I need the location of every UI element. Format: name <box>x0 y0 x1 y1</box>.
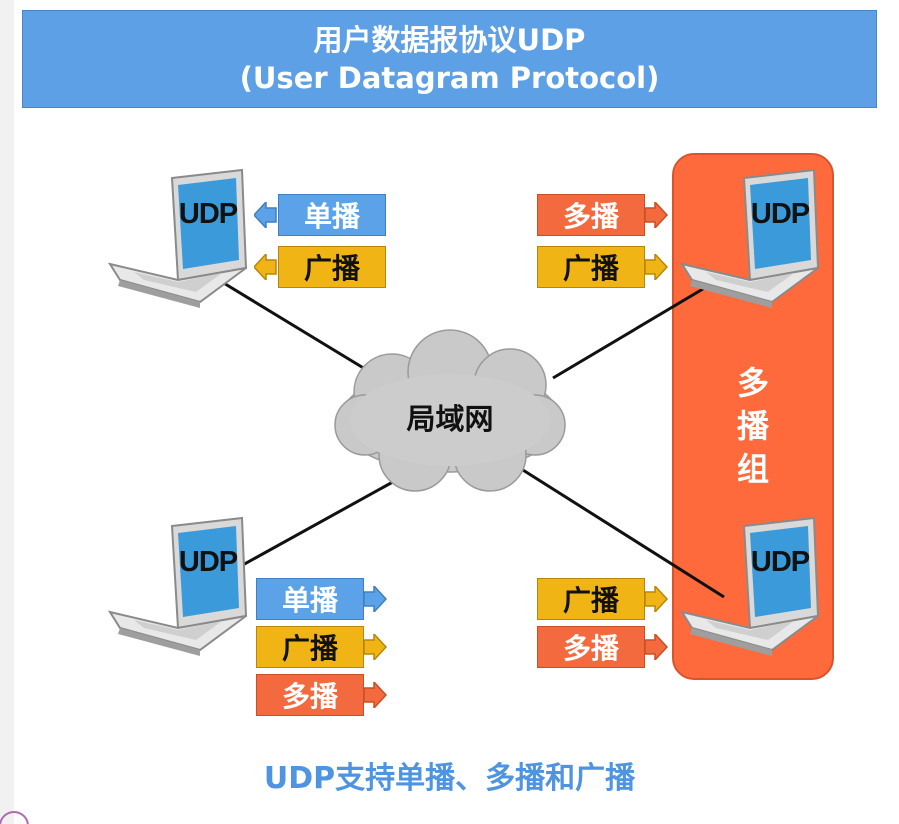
laptop-icon <box>107 516 248 656</box>
laptop-icon <box>679 516 820 656</box>
laptop-icon <box>679 168 820 308</box>
link-top-left <box>221 280 376 377</box>
tag-multicast: 多播 <box>537 194 645 236</box>
laptop-icon <box>107 168 248 308</box>
tag-unicast: 单播 <box>256 578 364 620</box>
title-banner: 用户数据报协议UDP (User Datagram Protocol) <box>22 10 877 108</box>
arrow-right-icon <box>364 682 388 708</box>
host-label: UDP <box>750 546 810 578</box>
tag-broadcast: 广播 <box>256 626 364 668</box>
arrow-right-icon <box>364 634 388 660</box>
link-bottom-right <box>514 463 725 599</box>
tag-broadcast: 广播 <box>278 246 386 288</box>
title-line-2: (User Datagram Protocol) <box>239 61 660 95</box>
corner-logo-icon <box>0 811 29 824</box>
link-bottom-left <box>229 476 401 574</box>
link-top-right <box>552 278 719 380</box>
footer-caption: UDP支持单播、多播和广播 <box>263 761 636 796</box>
tag-multicast: 多播 <box>537 626 645 668</box>
arrow-right-icon <box>645 586 669 612</box>
host-bottom-right: UDP <box>676 516 836 656</box>
host-top-right: UDP <box>676 168 836 308</box>
arrow-right-icon <box>364 586 388 612</box>
arrow-right-icon <box>645 202 669 228</box>
group-label-char-1: 多 <box>736 364 769 402</box>
title-line-1: 用户数据报协议UDP <box>313 23 586 57</box>
host-top-left: UDP <box>104 168 264 308</box>
arrow-left-icon <box>254 254 277 280</box>
arrow-left-icon <box>254 202 277 228</box>
tag-unicast: 单播 <box>278 194 386 236</box>
host-label: UDP <box>750 198 810 230</box>
tag-multicast: 多播 <box>256 674 364 716</box>
left-margin-strip <box>0 0 14 824</box>
tag-broadcast: 广播 <box>537 246 645 288</box>
host-label: UDP <box>178 198 238 230</box>
multicast-group-label: 多 播 组 <box>672 362 834 491</box>
arrow-right-icon <box>645 634 669 660</box>
host-label: UDP <box>178 546 238 578</box>
group-label-char-3: 组 <box>736 450 769 488</box>
lan-label: 局域网 <box>406 402 494 436</box>
arrow-right-icon <box>645 254 669 280</box>
host-bottom-left: UDP <box>104 516 264 656</box>
group-label-char-2: 播 <box>736 407 769 445</box>
tag-broadcast: 广播 <box>537 578 645 620</box>
